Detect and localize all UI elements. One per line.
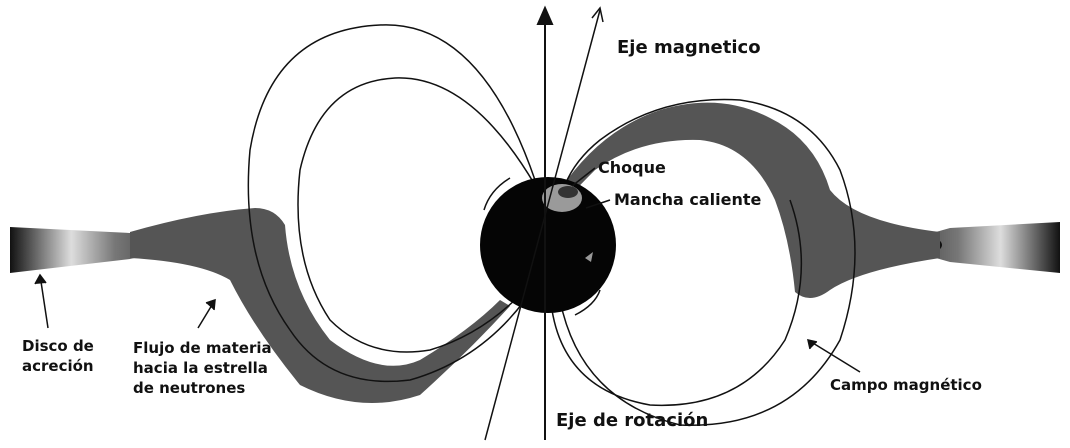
- field-pointer-arrow: [808, 340, 860, 372]
- label-matter-flow: Flujo de materia hacia la estrella de ne…: [133, 338, 272, 398]
- label-rotation-axis: Eje de rotación: [556, 410, 708, 431]
- disk-label-line1: Disco de: [22, 336, 94, 356]
- label-magnetic-axis: Eje magnetico: [617, 37, 761, 58]
- disk-label-line2: acreción: [22, 356, 94, 376]
- label-hot-spot: Mancha caliente: [614, 190, 761, 209]
- label-shock: Choque: [598, 158, 666, 177]
- flow-label-line2: hacia la estrella: [133, 358, 272, 378]
- flow-label-line3: de neutrones: [133, 378, 272, 398]
- hot-spot: [542, 184, 582, 212]
- label-magnetic-field: Campo magnético: [830, 376, 982, 394]
- label-accretion-disk: Disco de acreción: [22, 336, 94, 376]
- flow-label-line1: Flujo de materia: [133, 338, 272, 358]
